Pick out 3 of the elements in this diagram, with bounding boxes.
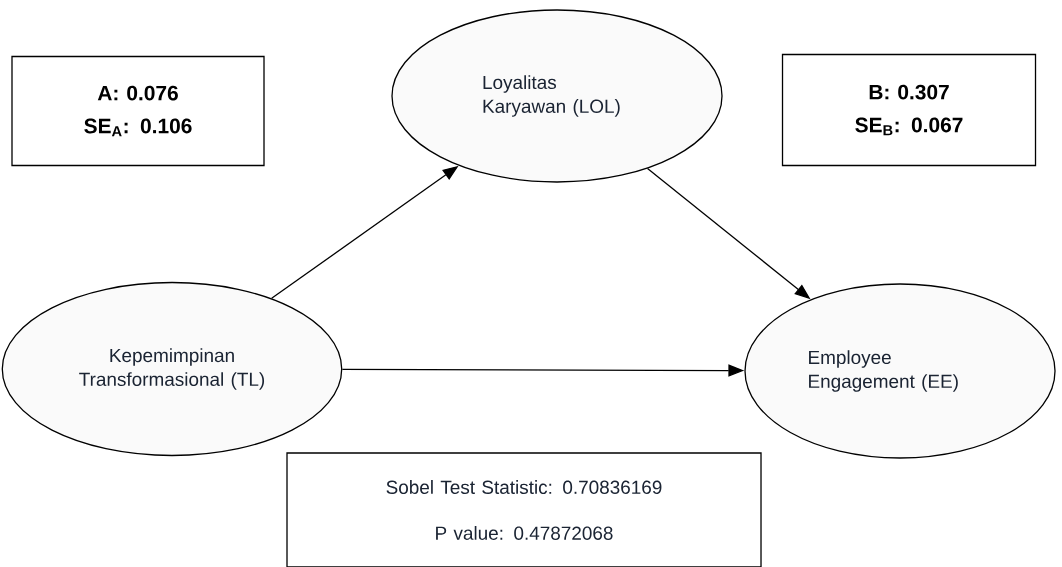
value-box: A: 0.076 SE$_{A}$: 0.106 — [11, 55, 265, 167]
value-box: Sobel Test Statistic: 0.70836169 P value: 0.47872068 — [286, 452, 762, 567]
value-box: B: 0.307 SE$_{B}$: 0.067 — [781, 53, 1037, 167]
